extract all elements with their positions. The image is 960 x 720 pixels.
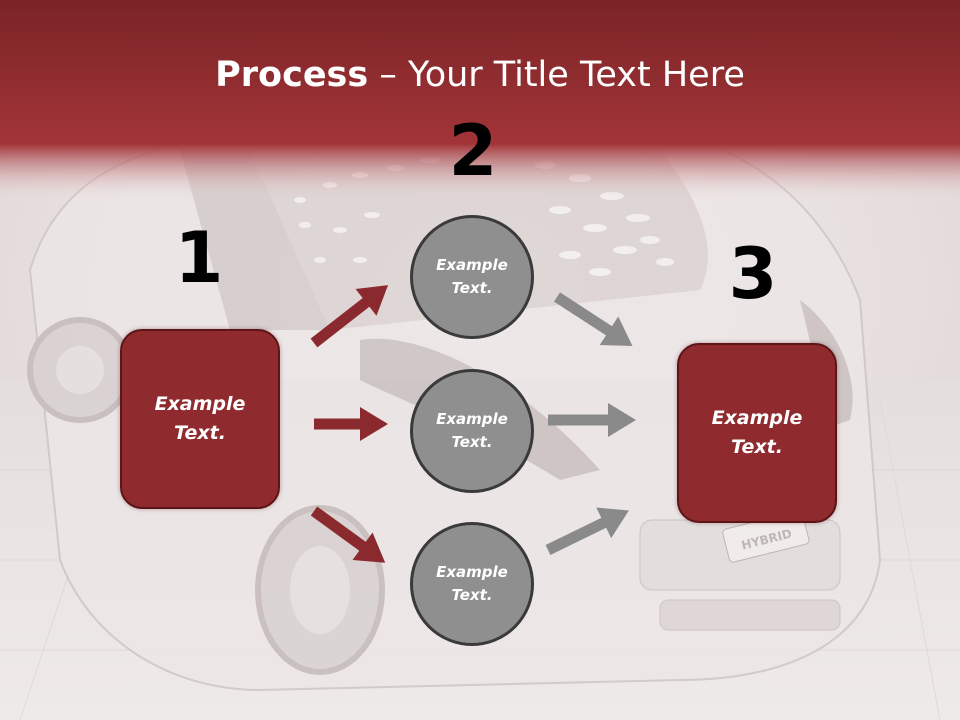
step-number-3: 3 — [728, 233, 778, 315]
arrows-gray — [545, 292, 636, 555]
step-3-box: Example Text. — [677, 343, 837, 523]
slide-title: Process – Your Title Text Here — [0, 52, 960, 98]
arrow-bottom-to-3 — [545, 507, 629, 555]
step-number-2: 2 — [448, 110, 498, 192]
arrow-middle-to-3 — [548, 403, 636, 437]
arrow-1-to-bottom — [310, 506, 386, 563]
step-number-1: 1 — [174, 217, 224, 299]
step-1-text: Example Text. — [154, 393, 246, 444]
arrow-top-to-3 — [554, 292, 633, 347]
circle-top-text: Example Text. — [436, 256, 508, 297]
step-3-text: Example Text. — [711, 407, 803, 458]
circle-middle-text: Example Text. — [436, 410, 508, 451]
step-2-circle-bottom: Example Text. — [410, 522, 534, 646]
title-rest: – Your Title Text Here — [368, 55, 745, 95]
arrow-1-to-middle — [314, 407, 388, 441]
title-bold: Process — [215, 55, 369, 95]
step-2-circle-top: Example Text. — [410, 215, 534, 339]
header-band — [0, 0, 960, 200]
circle-bottom-text: Example Text. — [436, 563, 508, 604]
step-1-box: Example Text. — [120, 329, 280, 509]
arrow-1-to-top — [310, 285, 389, 348]
step-2-circle-middle: Example Text. — [410, 369, 534, 493]
arrows-red — [310, 285, 389, 563]
